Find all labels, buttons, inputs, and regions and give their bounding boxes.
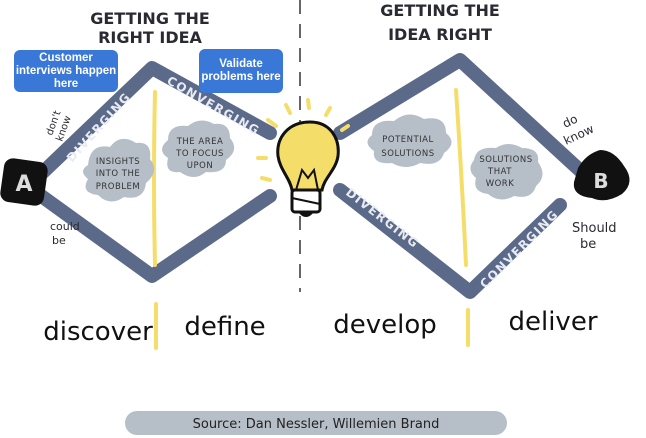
note-do-know: do bbox=[560, 112, 579, 131]
node-a-label: A bbox=[15, 172, 32, 197]
cloud-4 bbox=[470, 144, 543, 200]
left-diamond-bottom-arm bbox=[33, 188, 277, 283]
heading-left-line2: RIGHT IDEA bbox=[98, 28, 202, 47]
note-should-be: Should bbox=[572, 221, 617, 236]
left-phase-divider bbox=[152, 90, 157, 267]
right-phase-divider bbox=[454, 88, 468, 267]
note-could-be: be bbox=[52, 234, 66, 247]
right-diamond-top-arm bbox=[333, 53, 592, 182]
phase-define: define bbox=[184, 312, 265, 342]
note-could-be: could bbox=[50, 220, 80, 233]
cloud-2 bbox=[162, 120, 235, 177]
heading-left-line1: GETTING THE bbox=[90, 9, 210, 28]
right-diamond-bottom-arm bbox=[333, 183, 567, 299]
node-b: B bbox=[573, 150, 630, 201]
callout-validate-problems: Validate problems here bbox=[199, 49, 283, 93]
lightbulb-icon bbox=[256, 98, 350, 217]
heading-right-line1: GETTING THE bbox=[380, 1, 500, 20]
heading-right-line2: IDEA RIGHT bbox=[388, 25, 492, 44]
cloud-1 bbox=[83, 138, 155, 202]
converging-label-2: CONVERGING bbox=[477, 207, 561, 291]
cloud-4-text: SOLUTIONS bbox=[479, 155, 532, 165]
cloud-4-text: THAT bbox=[487, 167, 512, 177]
cloud-3 bbox=[367, 114, 452, 167]
phase-discover: discover bbox=[43, 317, 153, 347]
cloud-2-text: THE AREA bbox=[176, 137, 224, 147]
node-a: A bbox=[0, 158, 48, 206]
diverging-label-2: DIVERGING bbox=[343, 185, 422, 251]
cloud-2-text: TO FOCUS bbox=[175, 149, 224, 159]
source-banner bbox=[125, 411, 507, 435]
note-should-be: be bbox=[580, 237, 596, 252]
cloud-4-text: WORK bbox=[486, 179, 515, 189]
left-diamond-top-arm bbox=[33, 61, 277, 182]
cloud-3-text: SOLUTIONS bbox=[381, 149, 434, 159]
cloud-1-text: PROBLEM bbox=[96, 182, 141, 192]
source-text: Source: Dan Nessler, Willemien Brand bbox=[193, 417, 440, 432]
phase-develop: develop bbox=[333, 310, 437, 340]
cloud-1-text: INSIGHTS bbox=[96, 157, 140, 167]
cloud-1-text: INTO THE bbox=[96, 169, 140, 179]
cloud-2-text: UPON bbox=[187, 161, 213, 171]
callout-customer-interviews: Customer interviews happen here bbox=[14, 50, 118, 92]
phase-deliver: deliver bbox=[508, 307, 597, 337]
cloud-3-text: POTENTIAL bbox=[382, 135, 434, 145]
node-b-label: B bbox=[593, 169, 608, 193]
